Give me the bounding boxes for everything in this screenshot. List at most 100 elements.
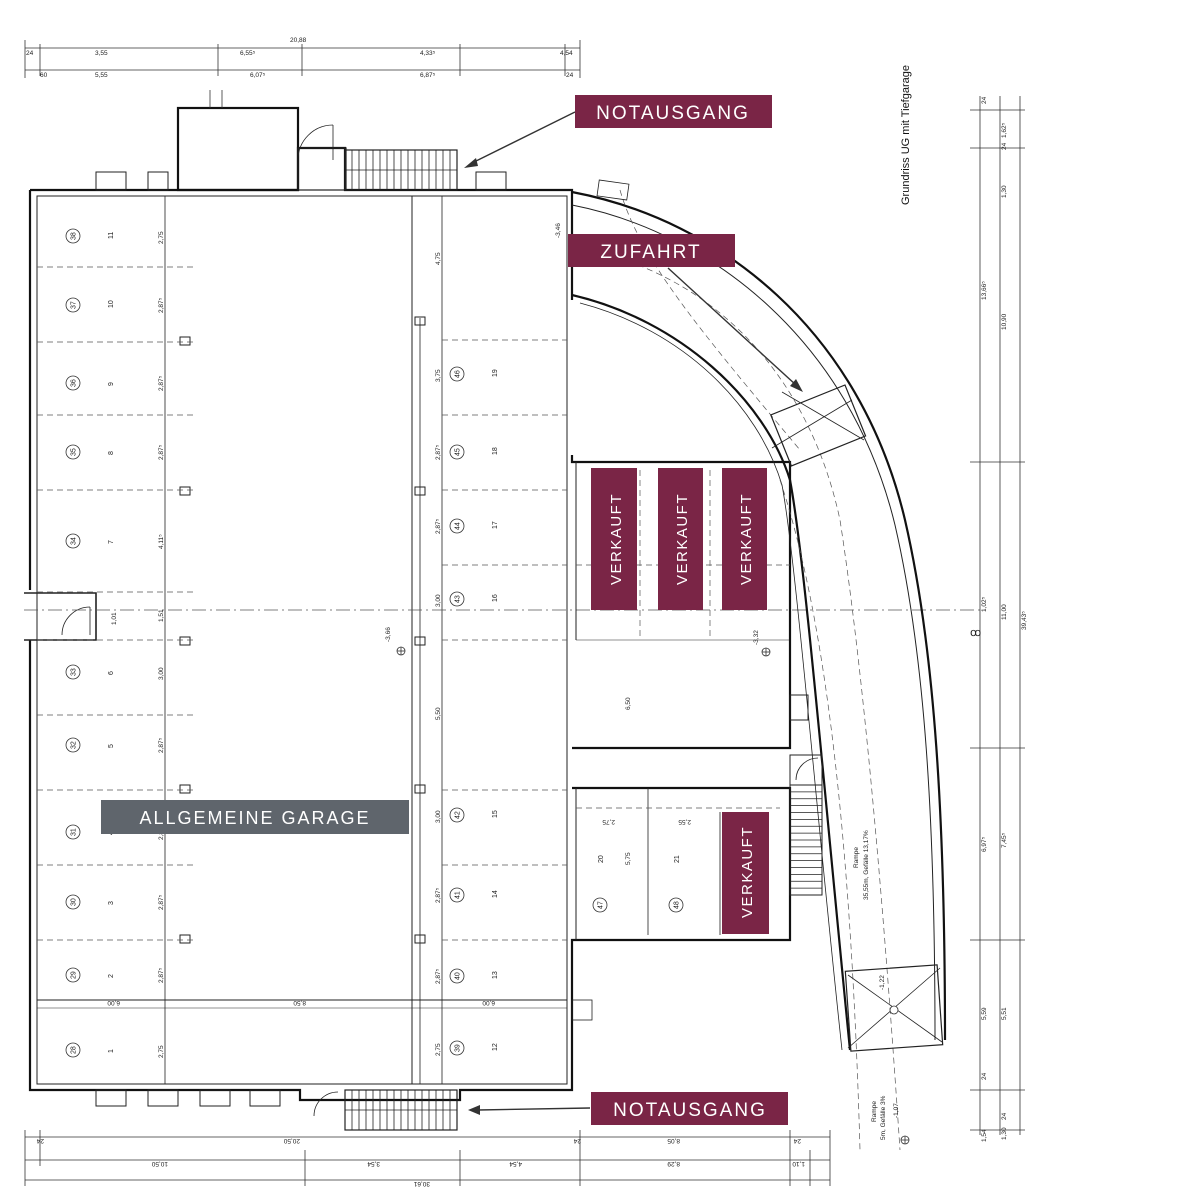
dim-right-102: 1,02⁵	[981, 596, 988, 612]
dim-bottom-g: 30,61	[413, 1180, 430, 1187]
space-number-label: 12	[492, 1043, 499, 1051]
dim-bottom-a: 10,50	[151, 1160, 168, 1167]
space-number-circle	[449, 1040, 465, 1056]
bottom-emergency-stair	[344, 1089, 458, 1131]
space-dimension-label: 2,87⁵	[158, 967, 165, 983]
space-dimension-label: 2,87⁵	[435, 968, 442, 984]
space-number-label: 1	[108, 1049, 115, 1053]
space-number-label: 9	[108, 382, 115, 386]
space-number-label: 14	[492, 890, 499, 898]
space-number-circle	[668, 897, 684, 913]
space-number-label: 10	[108, 300, 115, 308]
space-dimension-label: 2,87⁵	[435, 518, 442, 534]
dim-top-d: 5,55	[95, 72, 108, 79]
dim-bottom-24a: 24	[36, 1137, 44, 1144]
space-number-circle	[449, 591, 465, 607]
aisle-dimensions: 4,75 5,50 6,50 5,75 1,01 1,51 6,00 8,50 …	[107, 252, 632, 1006]
space-number-circle	[592, 897, 608, 913]
dim-top-c: 3,55	[95, 50, 108, 57]
verkauft-text-3: VERKAUFT	[738, 493, 755, 585]
space-circle-label: 31	[71, 828, 78, 836]
level-markers: -3,66 -3,32 -3,46 -1,22 -1,07	[385, 223, 910, 1145]
space-dimension-label: 3,00	[435, 594, 442, 607]
interior-structure	[24, 196, 985, 1117]
space-number-circle	[65, 533, 81, 549]
dim-bottom-f: 1,10	[792, 1160, 805, 1167]
space-dimension-label: 3,75	[435, 369, 442, 382]
dim-top-b: 4,33⁵	[420, 50, 436, 57]
space-dimension-label: 2,75	[158, 1045, 165, 1058]
curved-ramp: Rampe 35,55m, Gefälle 13,17% Rampe 5m, G…	[571, 179, 947, 1151]
space-number-label: 15	[492, 810, 499, 818]
space-circle-label: 29	[71, 971, 78, 979]
space-number-circle	[65, 228, 81, 244]
dim-right-24b: 24	[1001, 142, 1008, 150]
bottom-dimension-strip: 20,50 10,50 3,54 4,54 8,05 8,29 1,10 30,…	[24, 1130, 831, 1187]
dim-aisle-650: 6,50	[625, 697, 632, 710]
space-dimension-label: 2,75	[602, 818, 615, 825]
allgemeine-garage-text: ALLGEMEINE GARAGE	[139, 808, 370, 828]
space-dimension-label: 2,87⁵	[158, 737, 165, 753]
verkauft-text-2: VERKAUFT	[674, 493, 691, 585]
space-number-label: 8	[108, 451, 115, 455]
dim-top-60: 60	[40, 72, 48, 79]
dim-right-1090: 10,90	[1001, 313, 1008, 330]
space-dimension-label: 2,87⁵	[435, 887, 442, 903]
space-number-label: 6	[108, 671, 115, 675]
dim-bottom-24b: 24	[573, 1137, 581, 1144]
ramp-side-stair	[789, 784, 823, 896]
space-number-label: 21	[674, 855, 681, 863]
dim-aisle-550: 5,50	[435, 707, 442, 720]
dim-right-154: 1,54	[981, 1129, 988, 1142]
space-circle-label: 47	[598, 901, 605, 909]
plan-title: Grundriss UG mit Tiefgarage	[900, 65, 912, 205]
dim-right-1365: 13,66⁵	[981, 281, 988, 300]
allgemeine-garage-label: ALLGEMEINE GARAGE	[101, 800, 409, 834]
dim-top-e: 6,07⁵	[250, 72, 266, 79]
notausgang-top-label: NOTAUSGANG	[575, 95, 772, 128]
dim-top-a: 6,55⁵	[240, 50, 256, 57]
notausgang-bottom-label: NOTAUSGANG	[591, 1092, 788, 1125]
level-e: -1,07	[893, 1103, 900, 1118]
dim-lower-c: 6,00	[482, 999, 495, 1006]
space-dimension-label: 4,11⁵	[158, 534, 165, 549]
space-number-label: 3	[108, 901, 115, 905]
space-circle-label: 30	[71, 898, 78, 906]
dim-bottom-24c: 24	[793, 1137, 801, 1144]
dim-right-24d: 24	[1001, 1112, 1008, 1120]
space-circle-label: 40	[455, 972, 462, 980]
space-circle-label: 35	[71, 448, 78, 456]
space-number-circle	[65, 1042, 81, 1058]
dim-top-total: 20,88	[290, 37, 307, 44]
dim-right-551: 5,51	[1001, 1007, 1008, 1020]
verkauft-label-2: VERKAUFT	[658, 468, 703, 610]
space-circle-label: 36	[71, 379, 78, 387]
space-circle-label: 43	[455, 595, 462, 603]
space-circle-label: 48	[674, 901, 681, 909]
space-number-circle	[65, 375, 81, 391]
space-circle-label: 33	[71, 668, 78, 676]
space-number-circle	[65, 967, 81, 983]
space-number-label: 5	[108, 744, 115, 748]
dim-right-24: 24	[981, 96, 988, 104]
space-dimension-label: 2,87⁵	[435, 444, 442, 460]
space-circle-label: 32	[71, 741, 78, 749]
space-number-circle	[65, 664, 81, 680]
dim-top-24a: 24	[26, 50, 34, 57]
dim-top-24b: 24	[566, 72, 574, 79]
dim-bottom-c: 4,54	[509, 1160, 522, 1167]
space-number-circle	[65, 824, 81, 840]
verkauft-label-1: VERKAUFT	[591, 468, 637, 610]
space-number-circle	[449, 444, 465, 460]
space-number-circle	[65, 444, 81, 460]
dim-aisle-575: 5,75	[625, 852, 632, 865]
top-emergency-stair	[344, 149, 458, 191]
notausgang-bottom-text: NOTAUSGANG	[613, 1100, 767, 1121]
top-dimension-strip: 20,88 6,55⁵ 4,33⁵ 3,55 5,55 6,07⁵ 6,87⁵ …	[24, 37, 581, 79]
space-circle-label: 41	[455, 891, 462, 899]
dim-right-1100: 11,00	[1001, 604, 1008, 620]
zufahrt-label: ZUFAHRT	[568, 234, 735, 267]
space-circle-label: 39	[455, 1044, 462, 1052]
space-dimension-label: 2,87⁵	[158, 444, 165, 460]
